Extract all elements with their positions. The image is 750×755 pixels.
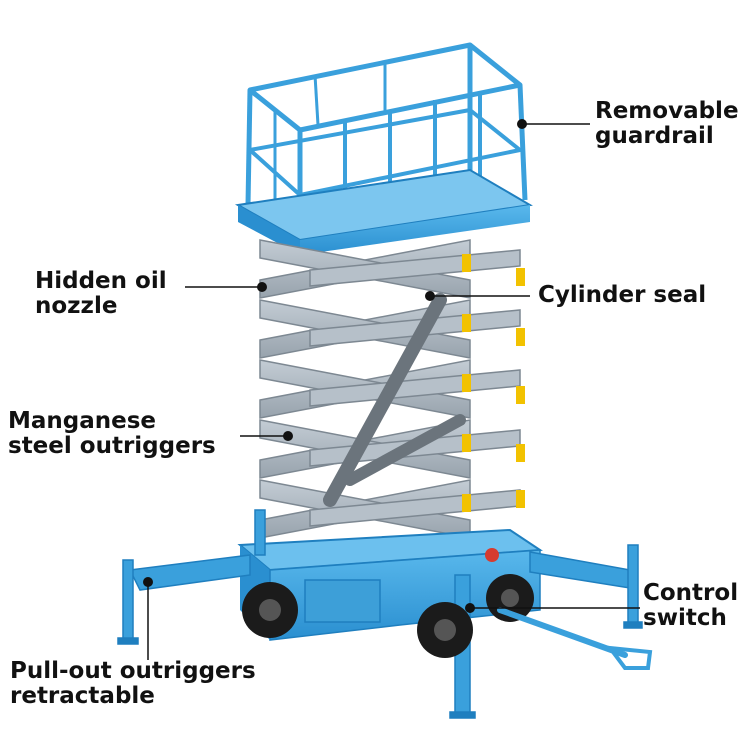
label-hidden-oil-nozzle: Hidden oil nozzle — [35, 269, 167, 319]
label-line: Cylinder seal — [538, 282, 707, 308]
cylinder-caps — [462, 254, 525, 512]
label-control-switch: Control switch — [643, 581, 738, 631]
label-cylinder-seal: Cylinder seal — [538, 283, 706, 308]
label-removable-guardrail: Removable guardrail — [595, 99, 739, 149]
scissor-mechanism — [259, 239, 521, 539]
label-line: switch — [643, 605, 727, 631]
platform — [234, 168, 533, 255]
label-line: Removable — [595, 98, 739, 124]
label-pull-out-outriggers: Pull-out outriggers retractable — [10, 659, 256, 709]
label-line: Manganese — [8, 408, 157, 434]
label-line: guardrail — [595, 123, 714, 149]
label-line: Pull-out outriggers — [10, 658, 256, 684]
label-line: Control — [643, 580, 739, 606]
tow-handle — [497, 607, 653, 670]
hydraulic-cylinder — [323, 293, 466, 507]
label-line: Hidden oil — [35, 268, 167, 294]
label-line: retractable — [10, 683, 155, 709]
callout-dots — [143, 119, 527, 613]
outriggers — [117, 509, 643, 719]
label-line: steel outriggers — [8, 433, 216, 459]
guardrail — [245, 42, 528, 230]
leader-lines — [147, 123, 640, 660]
label-line: nozzle — [35, 293, 118, 319]
label-manganese-steel-outriggers: Manganese steel outriggers — [8, 409, 216, 459]
